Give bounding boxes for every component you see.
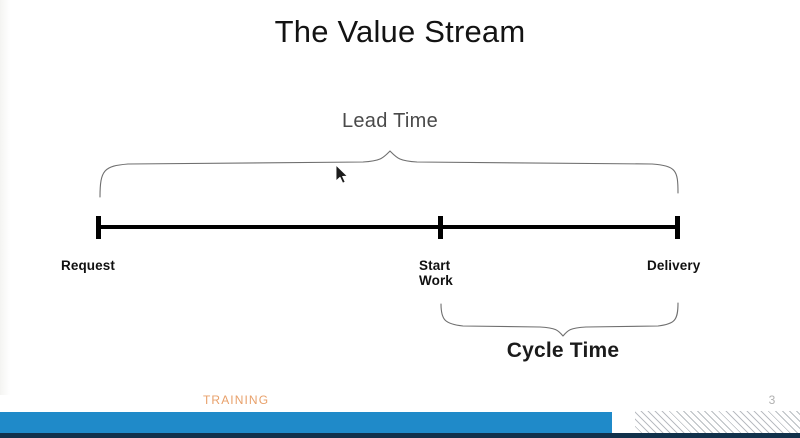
page-number: 3	[768, 393, 776, 407]
footer-training-label: TRAINING	[203, 393, 270, 407]
page-title: The Value Stream	[274, 14, 526, 49]
footer-baseline-strip	[0, 433, 800, 438]
slide-left-edge-tint	[0, 0, 10, 395]
timeline-axis	[98, 225, 678, 229]
footer-blue-bar	[0, 412, 612, 434]
timeline-tick-request	[96, 216, 101, 239]
timeline-label-delivery: Delivery	[647, 258, 701, 273]
timeline-tick-delivery	[675, 216, 680, 239]
cycle-time-label: Cycle Time	[506, 339, 620, 362]
timeline-label-start-work: Start Work	[419, 258, 453, 288]
cycle-time-brace	[440, 302, 679, 337]
lead-time-label: Lead Time	[341, 110, 439, 132]
footer-hatch-pattern	[635, 411, 800, 434]
timeline-tick-start-work	[438, 216, 443, 239]
timeline-label-request: Request	[61, 258, 115, 273]
lead-time-brace	[99, 150, 679, 198]
